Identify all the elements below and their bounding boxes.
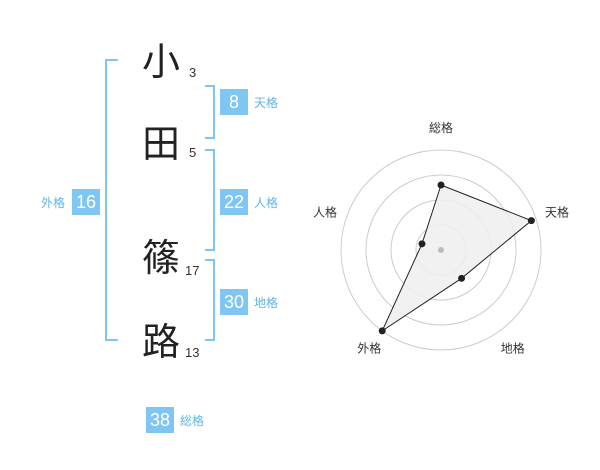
name-char-4: 路 [142,320,181,364]
jinkaku-bracket [205,149,215,251]
radar-point-1 [437,181,445,189]
jinkaku-score-badge: 22 [220,189,248,215]
tenkaku-score-badge: 8 [220,89,248,115]
radar-label-5: 人格 [313,204,337,219]
stroke-count-1: 3 [189,65,197,80]
tenkaku-bracket [205,85,215,139]
name-char-3: 篠 [142,236,181,280]
radar-point-2 [527,217,535,225]
radar-ring [340,149,542,351]
stroke-count-4: 13 [185,345,200,360]
radar-label-1: 総格 [429,120,453,135]
radar-ring [365,174,517,326]
stroke-count-2: 5 [189,145,197,160]
radar-point-3 [458,274,466,282]
gaikaku-score-badge: 16 [72,189,100,215]
soukaku-score-badge: 38 [146,407,174,433]
chikaku-bracket [205,259,215,341]
radar-data-polygon [381,184,533,333]
radar-center-dot [438,247,444,253]
jinkaku-label: 人格 [254,196,279,210]
radar-point-5 [418,240,426,248]
tenkaku-label: 天格 [254,96,279,110]
gaikaku-label: 外格 [41,196,66,210]
chikaku-label: 地格 [254,296,279,310]
radar-data-points [378,181,535,335]
radar-point-4 [378,327,386,335]
name-char-2: 田 [142,122,181,166]
radar-label-2: 天格 [545,204,569,219]
stroke-count-3: 17 [185,263,200,278]
soukaku-label: 総格 [180,414,205,428]
name-char-1: 小 [142,40,181,84]
radar-label-4: 外格 [357,341,381,356]
gaikaku-bracket [105,59,118,341]
chikaku-score-badge: 30 [220,289,248,315]
radar-label-3: 地格 [501,341,525,356]
